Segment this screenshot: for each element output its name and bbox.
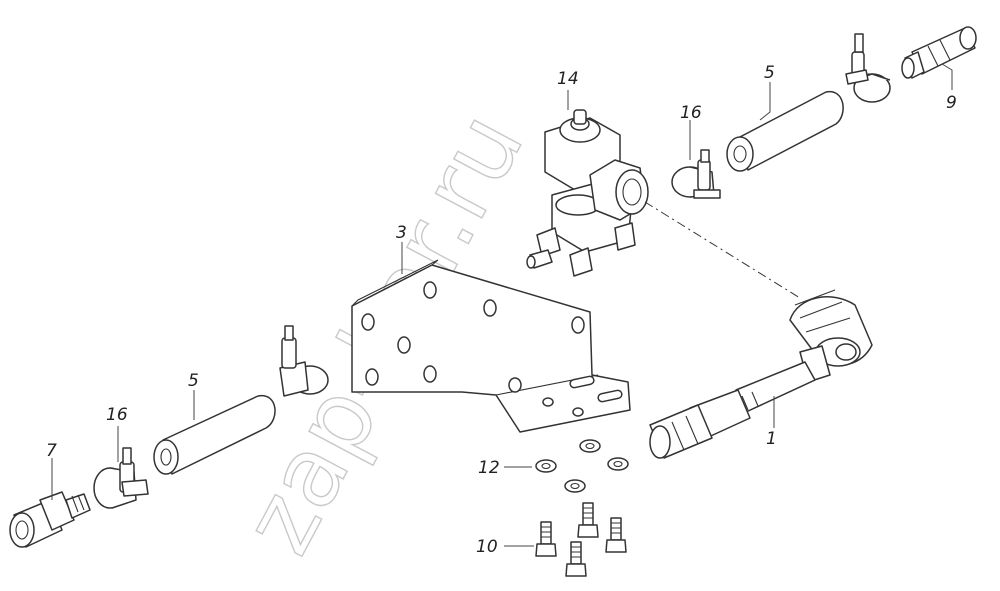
label-part-3: 3	[396, 223, 407, 243]
part-1-cable-harness	[649, 289, 873, 459]
label-part-14: 14	[557, 69, 579, 89]
label-part-1: 1	[766, 429, 777, 449]
label-part-5-upper: 5	[764, 63, 775, 83]
part-16-clamp-upper	[671, 149, 721, 199]
label-part-9: 9	[946, 93, 957, 113]
part-14-solenoid-valve	[526, 109, 649, 277]
label-part-16-lower: 16	[106, 405, 128, 425]
clamp-near-part-9	[845, 33, 891, 103]
label-part-5-lower: 5	[188, 371, 199, 391]
part-16-clamp-lower	[93, 447, 149, 509]
part-10-bolts	[535, 502, 627, 577]
label-part-12: 12	[478, 458, 500, 478]
part-7-union-fitting	[9, 491, 91, 548]
part-12-washers	[535, 439, 629, 493]
label-part-10: 10	[476, 537, 498, 557]
part-5-hose-lower	[153, 395, 276, 475]
label-part-7: 7	[46, 441, 57, 461]
assembly-line-14-to-1	[644, 201, 801, 299]
part-labels: 14 5 9 16 3 5 16 7 1 12 10	[46, 63, 957, 557]
label-part-16-upper: 16	[680, 103, 702, 123]
clamp-near-lower-hose	[279, 325, 329, 397]
part-5-hose-upper	[726, 91, 844, 172]
leader-lines	[51, 63, 953, 547]
part-9-fitting	[901, 26, 977, 79]
part-3-bracket	[351, 259, 631, 433]
